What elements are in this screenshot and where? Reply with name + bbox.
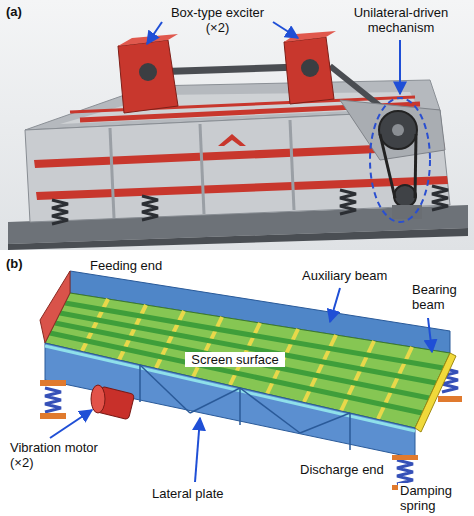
part-label: Vibration motor (×2) bbox=[8, 440, 118, 470]
part-label: Screen surface bbox=[185, 352, 285, 367]
part-label: Damping spring bbox=[398, 483, 470, 513]
panel-ground bbox=[0, 251, 474, 516]
part-label: Unilateral-driven mechanism bbox=[335, 5, 467, 35]
part-label: Feeding end bbox=[88, 258, 178, 273]
part-label: Auxiliary beam bbox=[300, 268, 400, 283]
panel-tag: (b) bbox=[4, 256, 34, 271]
part-label: Bearing beam bbox=[410, 282, 470, 312]
panel-ground bbox=[0, 0, 474, 250]
panel-tag: (a) bbox=[4, 4, 34, 19]
part-label: Box-type exciter (×2) bbox=[165, 5, 270, 35]
screen-machine-render bbox=[8, 31, 468, 250]
part-label: Discharge end bbox=[298, 462, 394, 477]
part-label: Lateral plate bbox=[150, 486, 250, 501]
leader-lines bbox=[147, 22, 400, 94]
